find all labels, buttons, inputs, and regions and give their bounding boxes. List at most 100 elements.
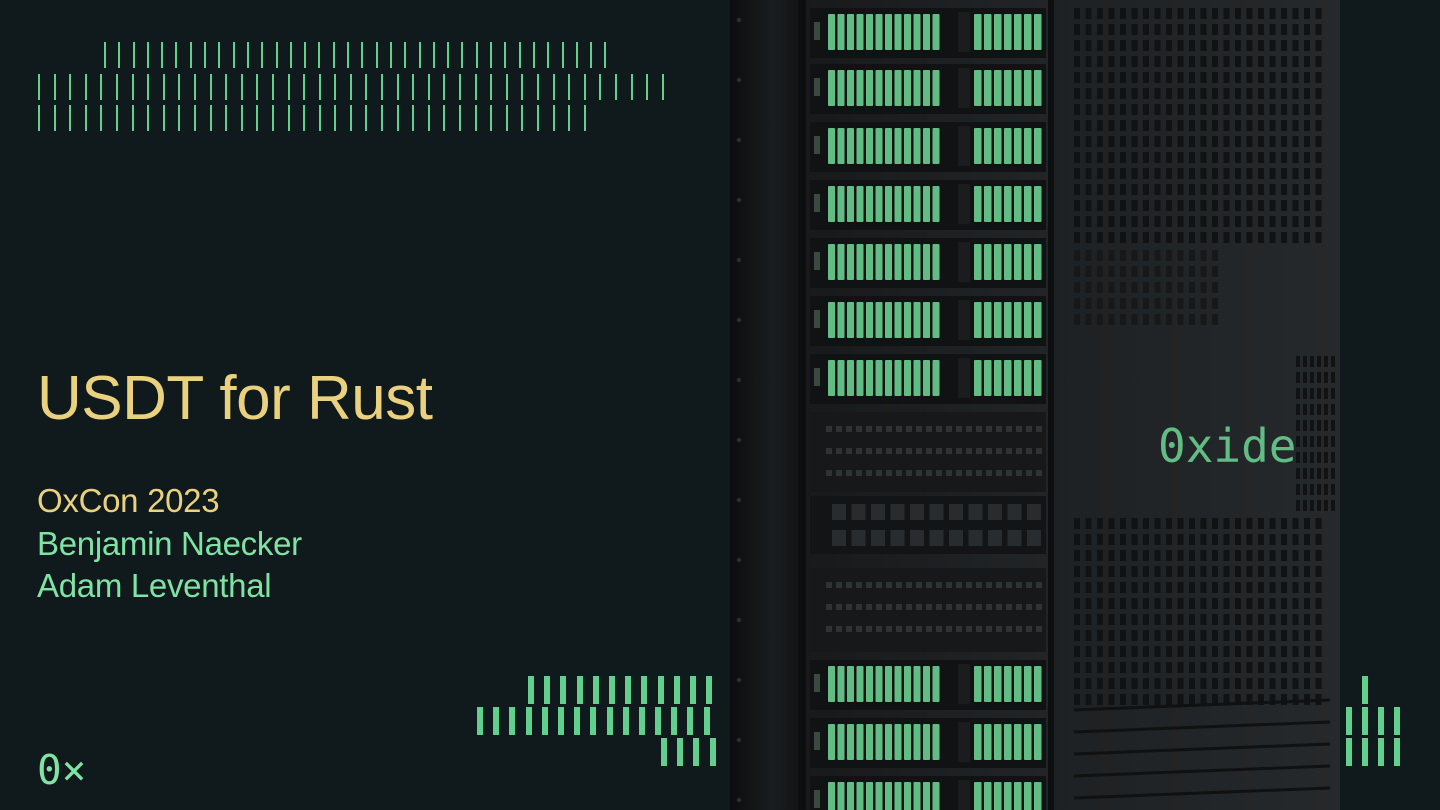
vent-hole <box>886 604 892 610</box>
tick-mark <box>504 42 507 68</box>
perforation <box>1292 8 1299 19</box>
perforation <box>1108 56 1115 67</box>
sled-latch <box>958 68 970 108</box>
perforation <box>1177 168 1184 179</box>
perforation <box>1177 40 1184 51</box>
decorative-tick-row <box>661 738 716 766</box>
perforation <box>1281 120 1287 131</box>
tick-mark <box>541 707 548 735</box>
perforation <box>1200 662 1207 673</box>
perforation <box>1212 200 1218 211</box>
perforation <box>1304 678 1310 689</box>
vent-hole <box>856 470 862 476</box>
perforation <box>1315 152 1322 163</box>
perforation <box>1120 232 1126 243</box>
rack-side <box>730 0 800 810</box>
drive-bay <box>932 128 940 164</box>
panel-seam <box>1073 742 1331 756</box>
vent-hole <box>976 448 982 454</box>
perforation <box>1324 468 1328 479</box>
vent-hole <box>936 448 942 454</box>
perforation <box>1177 136 1184 147</box>
tick-mark <box>132 42 135 68</box>
tick-mark <box>1362 676 1368 704</box>
drive-bay <box>974 666 982 702</box>
vent-hole <box>1026 426 1032 432</box>
tick-mark <box>537 105 539 131</box>
perforation <box>1108 266 1115 277</box>
drive-bay <box>974 724 982 760</box>
perforation <box>1200 72 1207 83</box>
perforation <box>1258 216 1264 227</box>
drive-bay <box>904 302 911 338</box>
perforation <box>1189 216 1195 227</box>
drive-bay <box>856 186 864 222</box>
tick-mark <box>677 738 684 766</box>
perforation <box>1143 200 1149 211</box>
decorative-tick-row <box>1346 707 1400 735</box>
vent-hole <box>836 604 842 610</box>
perforation <box>1143 646 1149 657</box>
drive-bay <box>837 360 845 396</box>
perforation <box>1177 550 1184 561</box>
perforation <box>1235 120 1241 131</box>
perforation <box>1166 24 1172 35</box>
vent-hole <box>1016 626 1022 632</box>
perforation <box>1303 484 1307 495</box>
tick-mark <box>178 74 181 100</box>
perforation <box>1304 152 1310 163</box>
tick-mark <box>552 74 555 100</box>
drive-bay <box>923 302 930 338</box>
perforation <box>1120 646 1126 657</box>
perforation <box>1317 452 1321 463</box>
drive-bay <box>875 244 883 280</box>
vent-hole <box>966 470 972 476</box>
perforation <box>1258 88 1264 99</box>
tick-mark <box>525 707 532 735</box>
tick-mark <box>575 42 578 68</box>
sled-handle <box>814 194 820 212</box>
drive-bay <box>984 724 992 760</box>
perforation <box>1258 598 1264 609</box>
tick-mark <box>1346 707 1352 735</box>
perforation <box>1223 88 1230 99</box>
perforation <box>1143 266 1149 277</box>
tick-mark <box>361 42 364 68</box>
rack-screw <box>736 677 742 683</box>
perforation <box>1246 232 1253 243</box>
tick-mark <box>365 105 368 131</box>
perforation <box>1108 136 1115 147</box>
vent-hole <box>1036 426 1042 432</box>
vent-hole <box>866 426 872 432</box>
perforation <box>1120 152 1126 163</box>
perforation <box>1074 216 1080 227</box>
tick-mark <box>193 74 196 100</box>
tick-mark <box>53 105 56 131</box>
perforation <box>1166 8 1172 19</box>
perforation <box>1246 582 1253 593</box>
drive-bay <box>847 186 854 222</box>
sled-handle <box>814 252 820 270</box>
tick-mark <box>576 676 583 704</box>
perforation <box>1177 184 1184 195</box>
perforation <box>1108 678 1115 689</box>
tick-mark <box>638 707 645 735</box>
drive-bay <box>904 724 911 760</box>
drive-bay <box>1014 186 1022 222</box>
perforation <box>1108 298 1115 309</box>
perforation <box>1212 232 1218 243</box>
perforation <box>1143 566 1149 577</box>
perforation <box>1304 550 1310 561</box>
tick-mark <box>622 707 629 735</box>
vent-hole <box>1036 626 1042 632</box>
perforation <box>1200 168 1207 179</box>
perforation <box>1154 678 1161 689</box>
tick-mark <box>318 74 321 100</box>
perforation <box>1085 614 1092 625</box>
perforation <box>1258 200 1264 211</box>
network-port <box>1027 530 1041 546</box>
perforation <box>1166 582 1172 593</box>
drive-bay <box>1024 244 1032 280</box>
perforation <box>1304 582 1310 593</box>
perforation <box>1223 184 1230 195</box>
